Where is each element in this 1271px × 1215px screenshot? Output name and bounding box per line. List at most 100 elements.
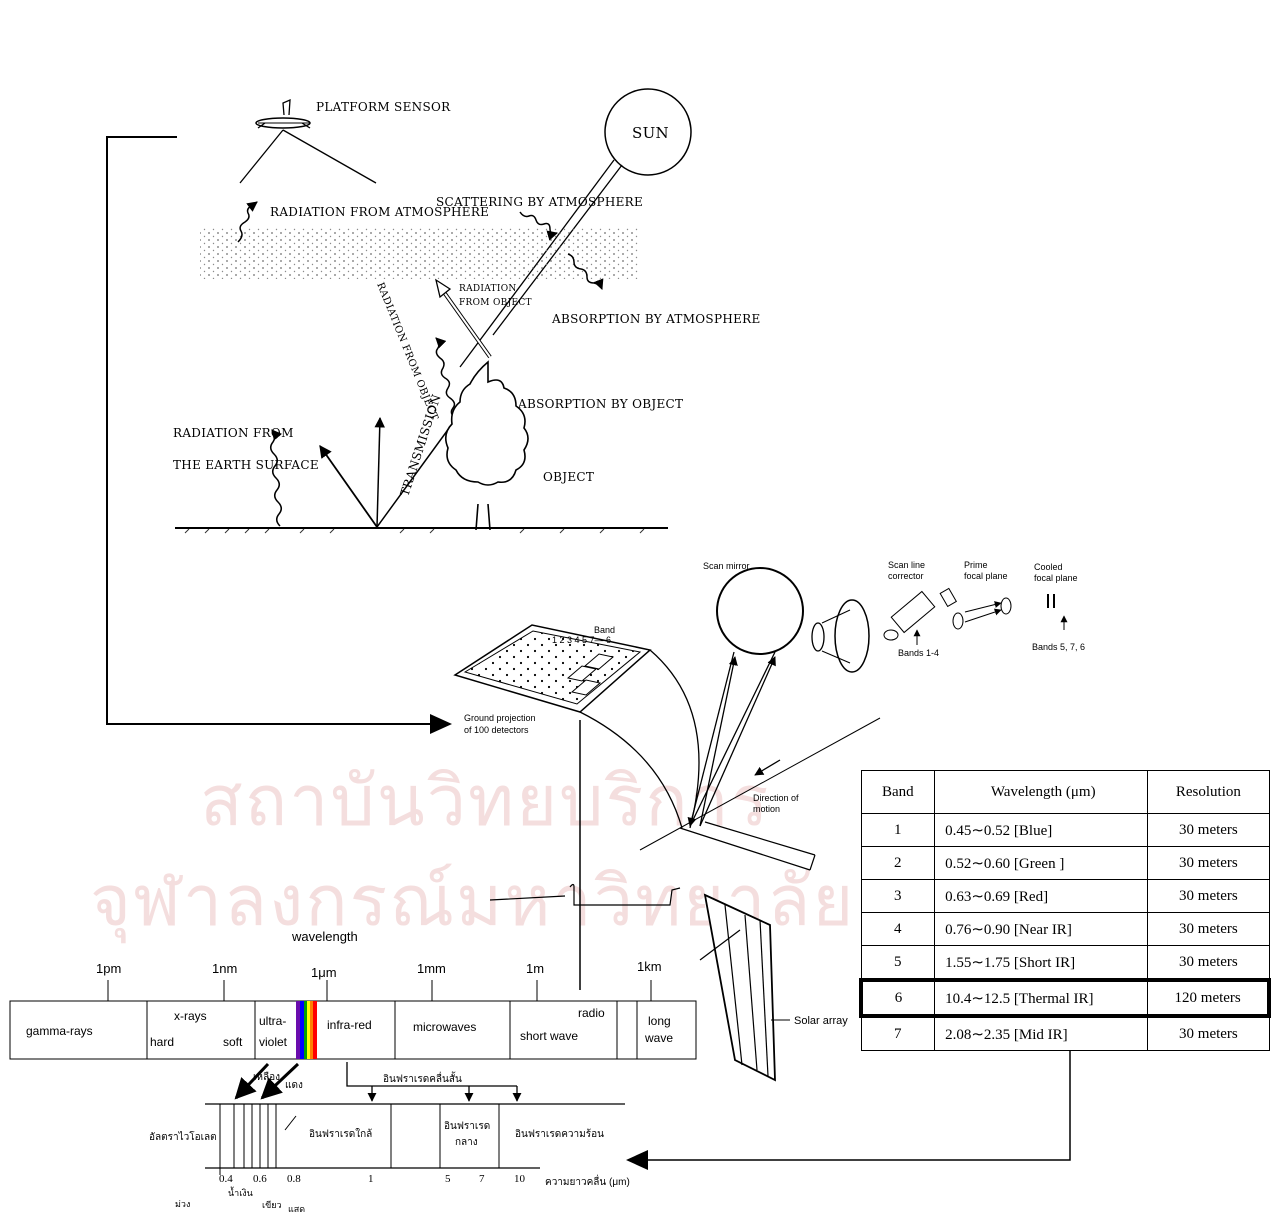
label-object: OBJECT <box>543 470 594 484</box>
cell-wavelength: 1.55∼1.75 [Short IR] <box>935 946 1148 981</box>
label-solar-array: Solar array <box>794 1015 848 1027</box>
thai-orange: แสด <box>288 1204 305 1214</box>
cell-band: 1 <box>861 814 935 847</box>
label-radiation-earth-2: THE EARTH SURFACE <box>173 458 319 472</box>
thai-spectrum-detail: เหลือง แดง อินฟราเรดคลื่นสั้น อัลตราไวโอ… <box>149 1062 630 1214</box>
label-wave: wave <box>644 1031 673 1045</box>
label-cooled-2: focal plane <box>1034 573 1078 583</box>
thai-axis-label: ความยาวคลื่น (μm) <box>545 1174 630 1188</box>
label-ground-projection-2: of 100 detectors <box>464 725 529 735</box>
label-violet: violet <box>259 1035 288 1049</box>
tick-1um: 1μm <box>311 965 337 980</box>
label-shortwave: short wave <box>520 1029 578 1043</box>
label-absorption-atmosphere: ABSORPTION BY ATMOSPHERE <box>551 312 761 326</box>
label-bands-1-4: Bands 1-4 <box>898 648 939 658</box>
label-microwaves: microwaves <box>413 1020 476 1034</box>
cell-resolution: 30 meters <box>1148 847 1269 880</box>
atmosphere-band <box>200 227 640 279</box>
thai-green: เขียว <box>262 1200 282 1210</box>
table-connector-arrow <box>626 1150 648 1170</box>
thai-red: แดง <box>285 1080 303 1091</box>
spectrum-bar: wavelength 1pm 1nm 1μm 1mm 1m 1km gamma-… <box>10 929 696 1059</box>
label-ultra: ultra- <box>259 1014 286 1028</box>
label-scan-mirror: Scan mirror <box>703 561 750 571</box>
cell-band: 4 <box>861 913 935 946</box>
label-bands-5-7-6: Bands 5, 7, 6 <box>1032 642 1085 652</box>
table-row: 10.45∼0.52 [Blue]30 meters <box>861 814 1269 847</box>
label-hard: hard <box>150 1035 174 1049</box>
label-sun: SUN <box>632 124 669 142</box>
cell-band: 3 <box>861 880 935 913</box>
label-scattering: SCATTERING BY ATMOSPHERE <box>436 195 643 209</box>
thai-tick-0.8: 0.8 <box>287 1173 301 1185</box>
thai-yellow: เหลือง <box>253 1071 280 1083</box>
tick-1pm: 1pm <box>96 961 121 976</box>
label-long: long <box>648 1014 671 1028</box>
thai-tick-0.4: 0.4 <box>219 1173 233 1185</box>
cell-wavelength: 2.08∼2.35 [Mid IR] <box>935 1016 1148 1051</box>
label-radiation-earth-1: RADIATION FROM <box>173 426 294 440</box>
thai-tick-7: 7 <box>479 1173 485 1185</box>
cell-resolution: 30 meters <box>1148 946 1269 981</box>
cell-resolution: 30 meters <box>1148 1016 1269 1051</box>
label-direction-1: Direction of <box>753 793 799 803</box>
thai-mid-ir-2: กลาง <box>455 1137 478 1148</box>
thai-short-ir: อินฟราเรดคลื่นสั้น <box>383 1071 462 1085</box>
header-band: Band <box>861 771 935 814</box>
remote-sensing-illustration: PLATFORM SENSOR SUN RADIATION FROM ATMOS… <box>107 89 761 734</box>
thai-tick-5: 5 <box>445 1173 451 1185</box>
thai-tick-0.6: 0.6 <box>253 1173 267 1185</box>
label-radiation-object-1: RADIATION <box>459 284 517 294</box>
tick-1mm: 1mm <box>417 961 446 976</box>
cell-resolution: 120 meters <box>1148 980 1269 1016</box>
thai-thermal-ir: อินฟราเรดความร้อน <box>515 1128 604 1140</box>
cell-resolution: 30 meters <box>1148 814 1269 847</box>
header-resolution: Resolution <box>1148 771 1269 814</box>
label-prime-1: Prime <box>964 560 988 570</box>
label-soft: soft <box>223 1035 243 1049</box>
cell-wavelength: 0.76∼0.90 [Near IR] <box>935 913 1148 946</box>
label-platform-sensor: PLATFORM SENSOR <box>316 100 451 114</box>
thai-tick-1: 1 <box>368 1173 374 1185</box>
thai-purple: ม่วง <box>175 1199 190 1209</box>
cell-wavelength: 0.52∼0.60 [Green ] <box>935 847 1148 880</box>
label-xrays: x-rays <box>174 1009 207 1023</box>
thai-ultraviolet: อัลตราไวโอเลต <box>149 1130 217 1143</box>
tick-1km: 1km <box>637 959 662 974</box>
label-band-numbers: 1 2 3 4 5 7— 6 <box>552 635 611 645</box>
tick-1nm: 1nm <box>212 961 237 976</box>
label-ground-projection-1: Ground projection <box>464 713 536 723</box>
cell-band: 5 <box>861 946 935 981</box>
label-cooled-1: Cooled <box>1034 562 1063 572</box>
cell-band: 6 <box>861 980 935 1016</box>
band-table-header: Band Wavelength (μm) Resolution <box>861 771 1269 814</box>
thai-near-ir: อินฟราเรดใกล้ <box>309 1128 372 1140</box>
cell-band: 7 <box>861 1016 935 1051</box>
label-wavelength: wavelength <box>291 929 358 944</box>
label-scan-line-1: Scan line <box>888 560 925 570</box>
thai-tick-10: 10 <box>514 1173 526 1185</box>
label-direction-2: motion <box>753 804 780 814</box>
loop-arrow <box>430 714 452 734</box>
cell-resolution: 30 meters <box>1148 913 1269 946</box>
label-prime-2: focal plane <box>964 571 1008 581</box>
thai-blue: น้ำเงิน <box>228 1186 253 1198</box>
cell-wavelength: 0.63∼0.69 [Red] <box>935 880 1148 913</box>
thai-mid-ir-1: อินฟราเรด <box>444 1121 490 1132</box>
cell-resolution: 30 meters <box>1148 880 1269 913</box>
label-absorption-object: ABSORPTION BY OBJECT <box>517 397 683 411</box>
tick-1m: 1m <box>526 961 544 976</box>
tree-icon <box>446 362 528 530</box>
cell-wavelength: 0.45∼0.52 [Blue] <box>935 814 1148 847</box>
cell-band: 2 <box>861 847 935 880</box>
label-scan-line-2: corrector <box>888 571 924 581</box>
solar-array-icon <box>700 895 790 1080</box>
label-radio: radio <box>578 1006 605 1020</box>
